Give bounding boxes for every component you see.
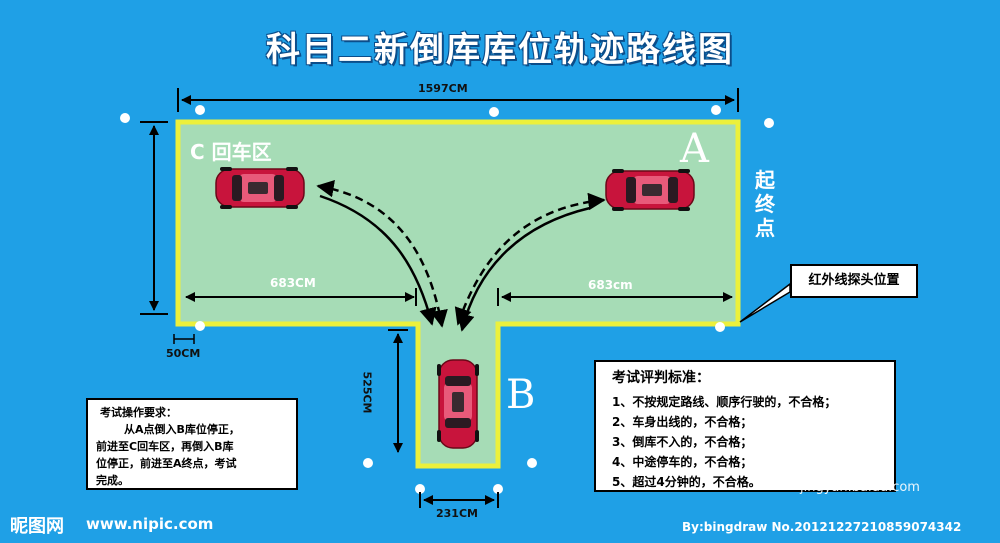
dim-slot-width: 231CM <box>436 507 478 520</box>
dim-left-segment: 683CM <box>270 276 316 290</box>
callout-pointer <box>739 282 791 323</box>
trajectory-arrow-icon <box>316 180 606 332</box>
dim-margin: 50CM <box>166 347 201 360</box>
dimension-arrow-icon <box>388 329 408 453</box>
criteria-item: 2、车身出线的，不合格； <box>612 415 753 429</box>
criteria-heading: 考试评判标准： <box>612 370 710 386</box>
point-b-label: B <box>506 372 536 418</box>
zone-c-label: C 回车区 <box>190 140 272 164</box>
page-title: 科目二新倒库库位轨迹路线图 <box>266 30 734 70</box>
point-a-label: A <box>680 126 709 172</box>
start-end-label: 起 终 点 <box>755 168 775 240</box>
author-credit: By:bingdraw No.20121227210859074342 <box>682 520 962 534</box>
operation-line: 完成。 <box>96 474 129 487</box>
baidu-logo: Baidu经验 <box>774 460 889 485</box>
operation-requirements: 考试操作要求： 从A点倒入B库位停正， 前进至C回车区，再倒入B库 位停正，前进… <box>86 398 298 490</box>
sensor-dot-icon <box>120 105 774 494</box>
operation-line: 从A点倒入B库位停正， <box>124 423 240 436</box>
dim-total-width: 1597CM <box>418 82 468 95</box>
baidu-url: jingyan.baidu.com <box>800 480 920 495</box>
car-icon <box>605 168 695 212</box>
car-icon <box>436 359 480 449</box>
dim-lane-depth: 525CM <box>360 371 374 414</box>
criteria-item: 1、不按规定路线、顺序行驶的，不合格； <box>612 395 837 409</box>
criteria-item: 5、超过4分钟的，不合格。 <box>612 475 761 489</box>
criteria-item: 4、中途停车的，不合格； <box>612 455 753 469</box>
dimension-arrow-icon <box>419 492 499 508</box>
sensor-callout: 红外线探头位置 <box>790 264 918 298</box>
dim-right-segment: 683cm <box>588 278 633 292</box>
car-icon <box>215 166 305 210</box>
nipic-logo: 昵图网 <box>10 516 64 537</box>
operation-heading: 考试操作要求： <box>100 406 177 419</box>
criteria-item: 3、倒库不入的，不合格； <box>612 435 753 449</box>
nipic-url: www.nipic.com <box>86 515 214 533</box>
operation-line: 前进至C回车区，再倒入B库 <box>96 440 234 453</box>
judging-criteria: 考试评判标准： 1、不按规定路线、顺序行驶的，不合格； 2、车身出线的，不合格；… <box>594 360 896 492</box>
dimension-arrow-icon <box>177 88 739 112</box>
dimension-arrow-icon <box>140 121 168 315</box>
dimension-arrow-icon <box>173 334 195 344</box>
operation-line: 位停正，前进至A终点，考试 <box>96 457 237 470</box>
